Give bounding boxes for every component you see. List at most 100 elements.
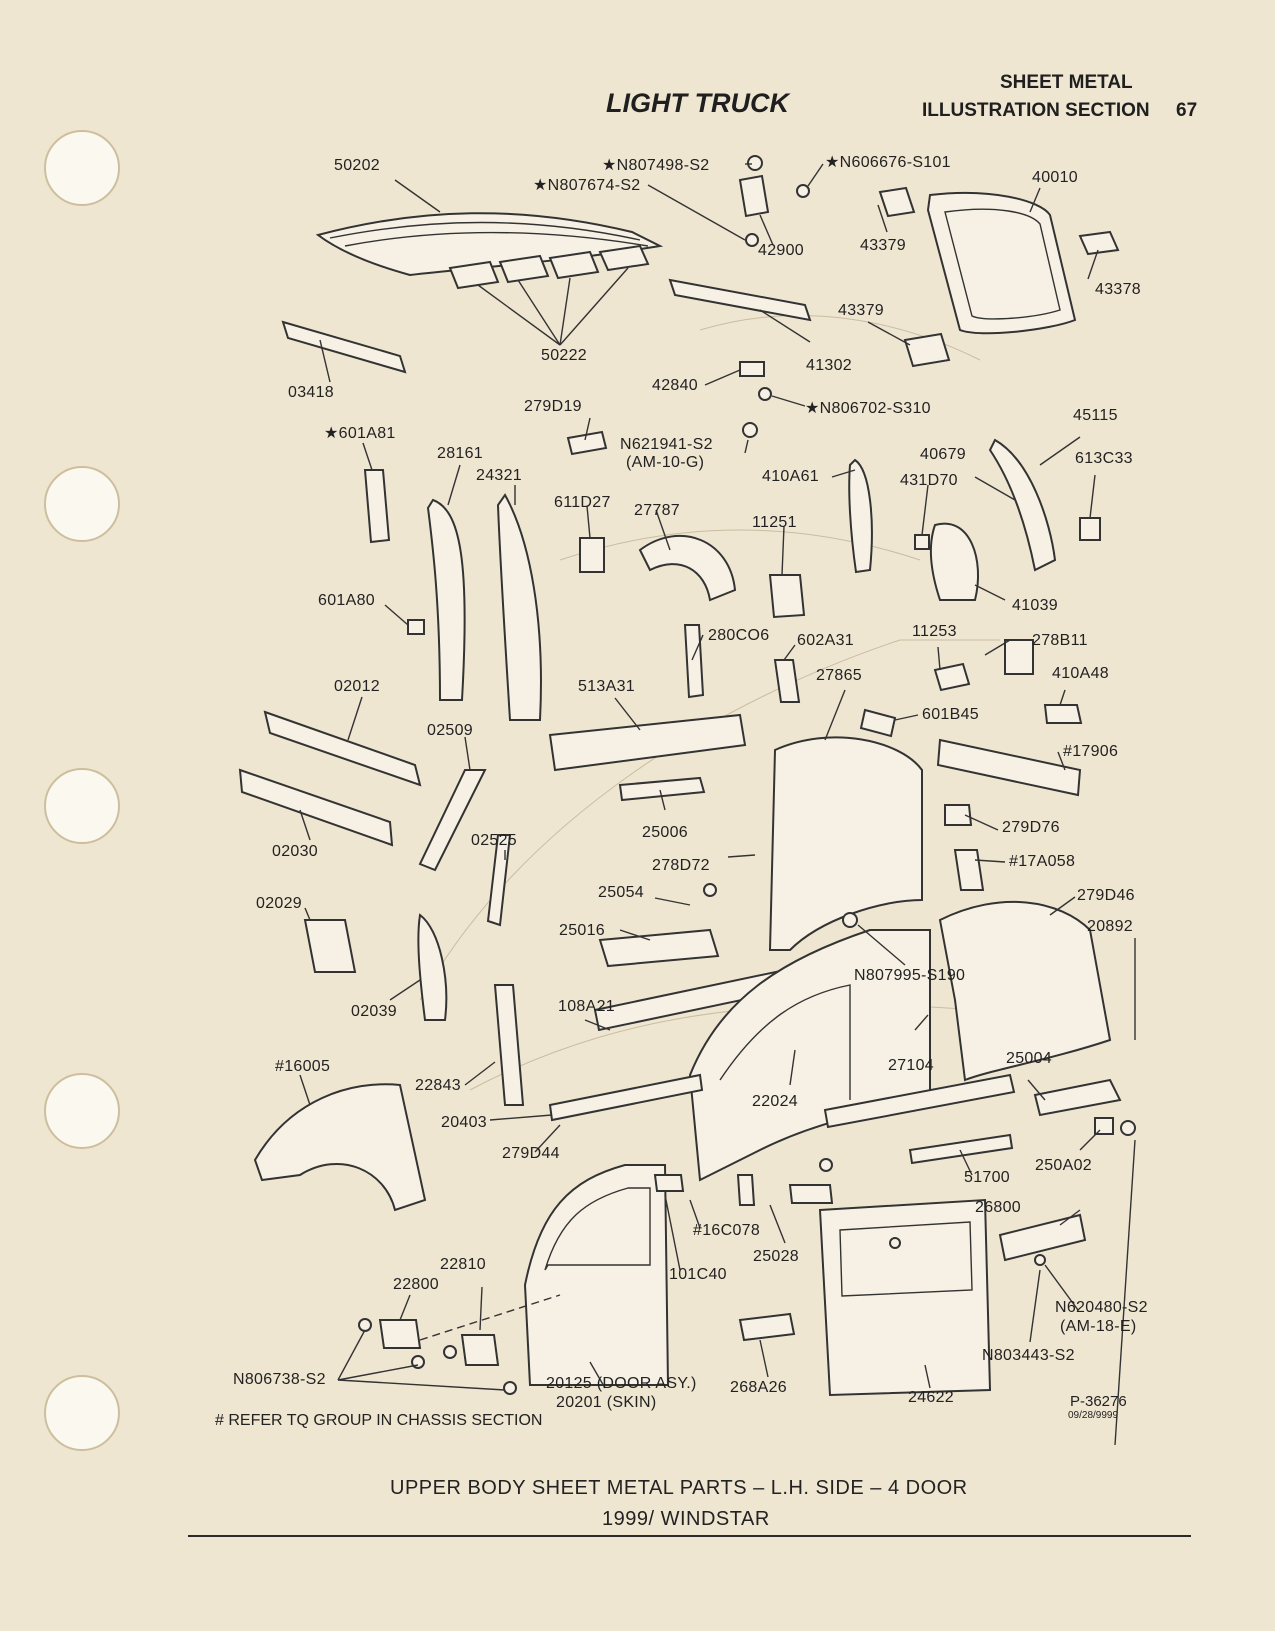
part-label-02030: 02030 bbox=[272, 843, 318, 860]
binder-hole bbox=[44, 1375, 120, 1451]
part-label-108A21: 108A21 bbox=[558, 998, 615, 1015]
drawing-date: 09/28/9999 bbox=[1068, 1410, 1119, 1421]
part-label-22800: 22800 bbox=[393, 1276, 439, 1293]
part-label-N621941-S2: N621941-S2 bbox=[620, 436, 713, 453]
part-label-42900: 42900 bbox=[758, 242, 804, 259]
apron-parts bbox=[303, 913, 791, 1106]
part-label-278B11: 278B11 bbox=[1032, 632, 1088, 649]
part-label-20892: 20892 bbox=[1087, 918, 1133, 935]
drawing-number: P-36276 bbox=[1070, 1393, 1127, 1410]
part-label-279D76: 279D76 bbox=[1002, 819, 1060, 836]
part-label-02509: 02509 bbox=[427, 722, 473, 739]
torque-reference-note: # REFER TQ GROUP IN CHASSIS SECTION bbox=[215, 1412, 543, 1429]
part-label-20201: 20201 (SKIN) bbox=[556, 1394, 657, 1411]
part-label-N806702-S310: ★N806702-S310 bbox=[805, 400, 931, 417]
part-label-268A26: 268A26 bbox=[730, 1379, 787, 1396]
part-label-40010: 40010 bbox=[1032, 169, 1078, 186]
part-label-410A48: 410A48 bbox=[1052, 665, 1109, 682]
part-label-513A31: 513A31 bbox=[578, 678, 635, 695]
page-number: 67 bbox=[1176, 100, 1198, 121]
part-label-27865: 27865 bbox=[816, 667, 862, 684]
part-label-17906: #17906 bbox=[1063, 743, 1119, 760]
part-label-N807498-S2: ★N807498-S2 bbox=[602, 157, 710, 174]
part-label-20125: 20125 (DOOR ASY.) bbox=[546, 1375, 697, 1392]
part-label-N606676-S101: ★N606676-S101 bbox=[825, 154, 951, 171]
part-label-N806738-S2: N806738-S2 bbox=[233, 1371, 326, 1388]
part-label-28161: 28161 bbox=[437, 445, 483, 462]
part-label-25028: 25028 bbox=[753, 1248, 799, 1265]
section-name: SHEET METAL bbox=[1000, 72, 1133, 93]
leader-lines bbox=[299, 163, 1136, 1446]
part-label-22810: 22810 bbox=[440, 1256, 486, 1273]
cowl-parts bbox=[238, 710, 1082, 927]
section-subtitle: ILLUSTRATION SECTION bbox=[922, 100, 1150, 121]
figure-caption: UPPER BODY SHEET METAL PARTS – L.H. SIDE… bbox=[390, 1477, 968, 1499]
part-label-27104: 27104 bbox=[888, 1057, 934, 1074]
part-label-N620480-S2: N620480-S2 bbox=[1055, 1299, 1148, 1316]
hinge-parts bbox=[566, 174, 1120, 456]
part-label-11253: 11253 bbox=[912, 623, 957, 640]
part-label-AM-10-G: (AM-10-G) bbox=[626, 454, 705, 471]
part-label-250A02: 250A02 bbox=[1035, 1157, 1092, 1174]
part-label-601B45: 601B45 bbox=[922, 706, 979, 723]
part-label-25016: 25016 bbox=[559, 922, 605, 939]
quarter-panel-parts bbox=[768, 736, 1122, 1117]
figure-caption-model: 1999/ WINDSTAR bbox=[602, 1508, 770, 1530]
part-label-16005: #16005 bbox=[275, 1058, 331, 1075]
section-title: LIGHT TRUCK bbox=[606, 88, 789, 118]
part-label-101C40: 101C40 bbox=[669, 1266, 727, 1283]
part-label-25006: 25006 bbox=[642, 824, 688, 841]
front-door-part bbox=[523, 1164, 670, 1386]
part-label-N807674-S2: ★N807674-S2 bbox=[533, 177, 641, 194]
part-label-602A31: 602A31 bbox=[797, 632, 854, 649]
part-label-279D46: 279D46 bbox=[1077, 887, 1135, 904]
part-label-50202: 50202 bbox=[334, 157, 380, 174]
part-label-25054: 25054 bbox=[598, 884, 644, 901]
part-label-24622: 24622 bbox=[908, 1389, 954, 1406]
door-hardware-parts bbox=[358, 155, 1136, 1395]
part-label-613C33: 613C33 bbox=[1075, 450, 1133, 467]
part-label-41302: 41302 bbox=[806, 357, 852, 374]
part-label-24321: 24321 bbox=[476, 467, 522, 484]
part-label-26800: 26800 bbox=[975, 1199, 1021, 1216]
part-label-40679: 40679 bbox=[920, 446, 966, 463]
part-label-17A058: #17A058 bbox=[1009, 853, 1076, 870]
part-label-N807995-S190: N807995-S190 bbox=[854, 967, 966, 984]
wheelhouse-parts bbox=[638, 517, 1101, 619]
part-label-45115: 45115 bbox=[1073, 407, 1118, 424]
roof-header-part bbox=[281, 278, 812, 374]
part-label-22024: 22024 bbox=[752, 1093, 798, 1110]
binder-hole bbox=[44, 466, 120, 542]
part-label-41039: 41039 bbox=[1012, 597, 1058, 614]
part-label-27787: 27787 bbox=[634, 502, 680, 519]
part-label-02029: 02029 bbox=[256, 895, 302, 912]
part-label-42840: 42840 bbox=[652, 377, 698, 394]
liftgate-part bbox=[926, 192, 1077, 335]
part-label-611D27: 611D27 bbox=[554, 494, 611, 511]
part-label-601A80: 601A80 bbox=[318, 592, 375, 609]
part-label-410A61: 410A61 bbox=[762, 468, 819, 485]
binder-hole bbox=[44, 1073, 120, 1149]
part-label-51700: 51700 bbox=[964, 1169, 1010, 1186]
rear-door-part bbox=[818, 1198, 992, 1397]
fender-part bbox=[253, 1083, 427, 1212]
part-label-N803443-S2: N803443-S2 bbox=[982, 1347, 1075, 1364]
part-label-02525: 02525 bbox=[471, 832, 517, 849]
part-label-280CO6: 280CO6 bbox=[708, 627, 770, 644]
binder-hole bbox=[44, 768, 120, 844]
part-label-278D72: 278D72 bbox=[652, 857, 710, 874]
part-label-50222: 50222 bbox=[541, 347, 587, 364]
small-bracket-parts bbox=[407, 537, 1083, 891]
part-label-02039: 02039 bbox=[351, 1003, 397, 1020]
part-label-AM-18-E: (AM-18-E) bbox=[1060, 1318, 1137, 1335]
part-label-11251: 11251 bbox=[752, 514, 797, 531]
part-label-43379-upper: 43379 bbox=[860, 237, 906, 254]
part-label-02012: 02012 bbox=[334, 678, 380, 695]
part-label-43379-lower: 43379 bbox=[838, 302, 884, 319]
part-label-25004: 25004 bbox=[1006, 1050, 1052, 1067]
part-label-279D44: 279D44 bbox=[502, 1145, 560, 1162]
part-label-03418: 03418 bbox=[288, 384, 334, 401]
body-side-part bbox=[688, 929, 931, 1182]
